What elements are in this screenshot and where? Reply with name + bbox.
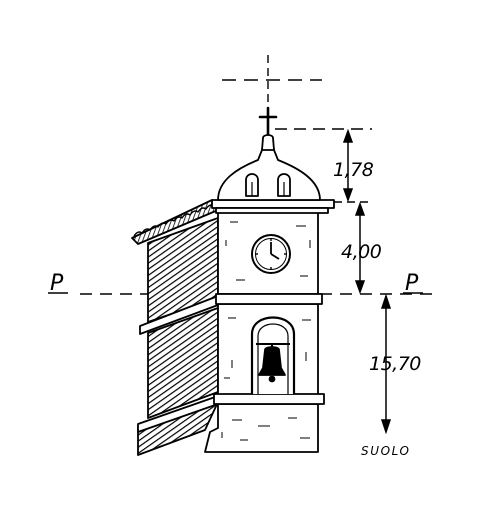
arrow-head — [354, 201, 366, 216]
plane-label-right: P — [405, 271, 419, 296]
cross-icon — [258, 106, 278, 136]
plane-label-left: P — [50, 271, 64, 296]
arrow-head — [342, 128, 354, 143]
upper-cornice — [211, 199, 335, 209]
cupola-dome — [217, 143, 321, 201]
upper-storey-height-label: 4,00 — [341, 241, 382, 263]
arrow-head — [380, 293, 392, 309]
middle-cornice — [215, 293, 323, 305]
middle-cornice-side — [139, 295, 219, 335]
lower-cornice — [213, 393, 325, 405]
upper-cornice-band — [215, 207, 329, 214]
belfry-arch-inner — [257, 323, 289, 394]
clock-icon — [251, 234, 291, 274]
arrow-head — [354, 280, 366, 295]
bell-tower — [131, 106, 335, 456]
bell-icon — [258, 344, 286, 383]
cupola-lantern — [261, 134, 275, 151]
arrow-head — [342, 188, 354, 203]
dimension-lines — [342, 128, 392, 435]
masonry-texture — [221, 221, 311, 441]
roof-tiles — [133, 204, 215, 237]
cupola-height-label: 1,78 — [333, 159, 374, 181]
tower-front-base — [204, 403, 319, 453]
ground-label: SUOLO — [361, 444, 411, 458]
arrow-head — [380, 419, 392, 435]
plane-height-label: 15,70 — [369, 353, 421, 375]
